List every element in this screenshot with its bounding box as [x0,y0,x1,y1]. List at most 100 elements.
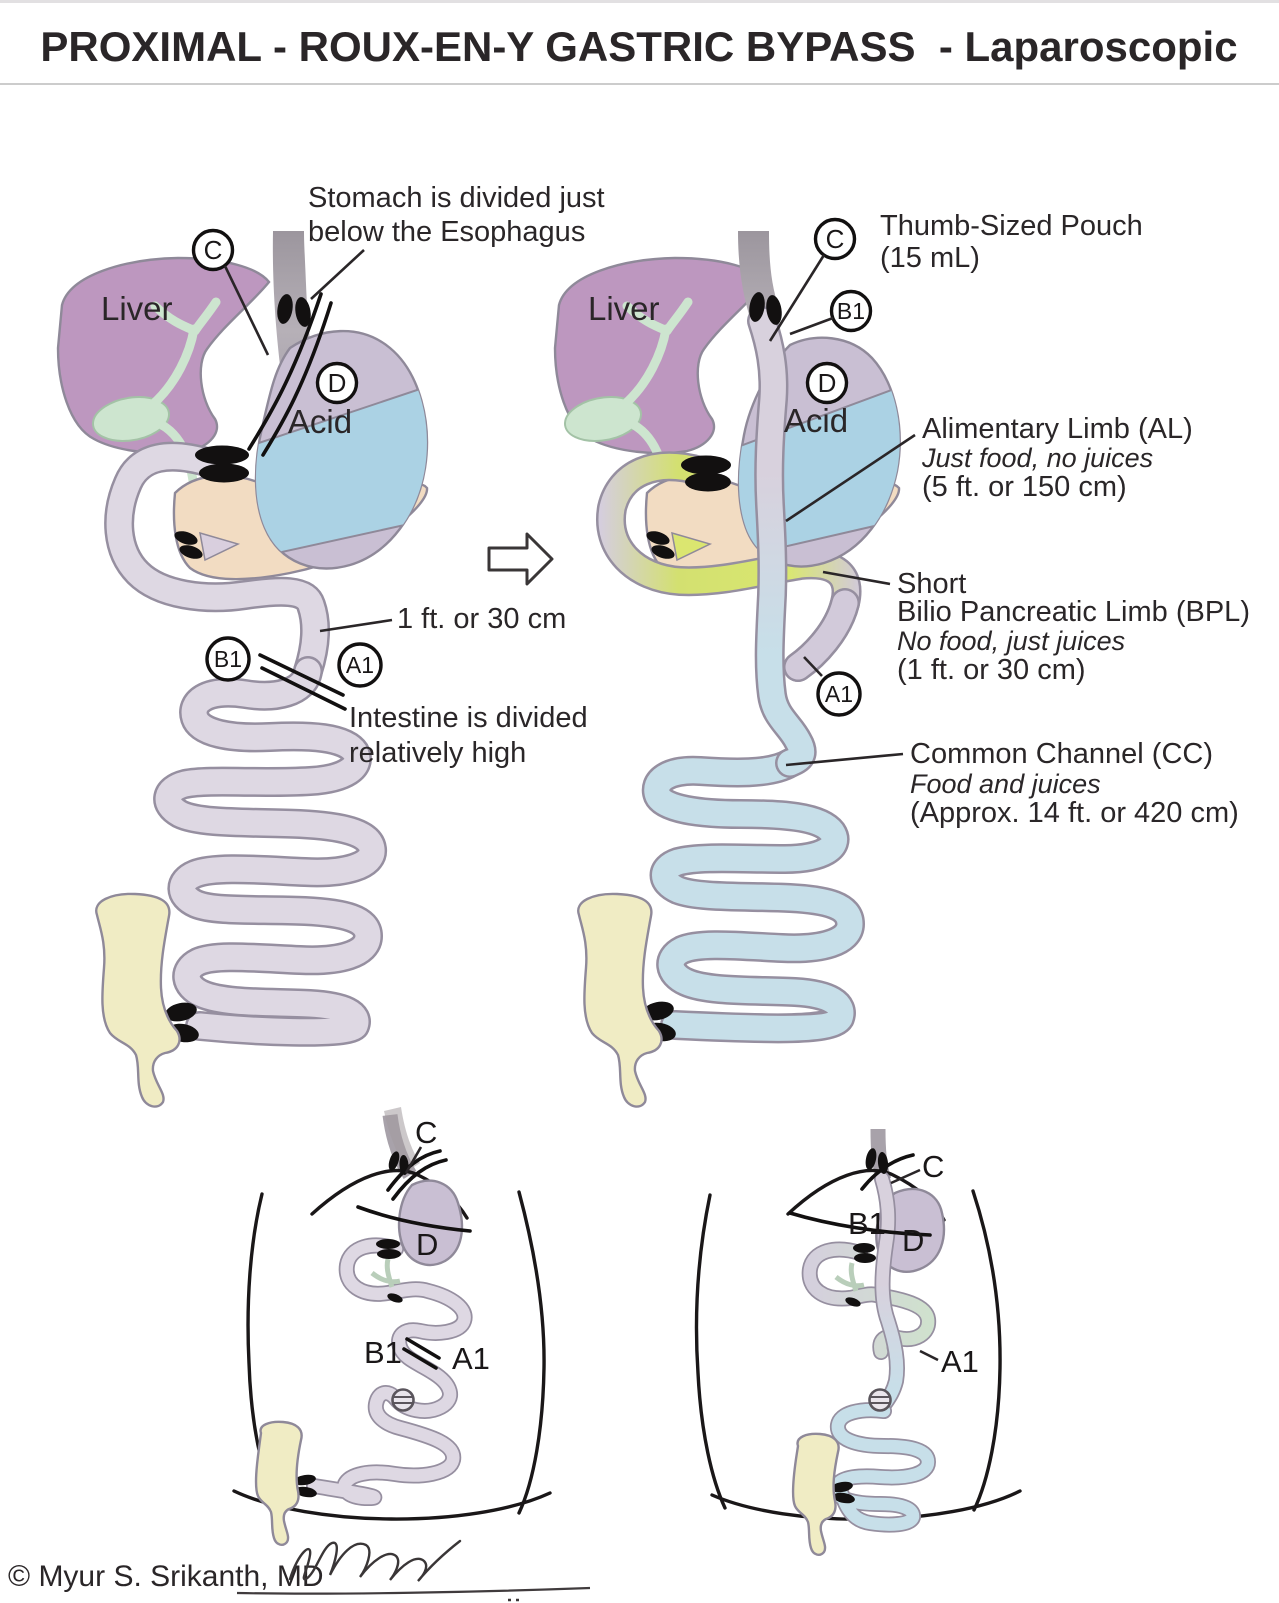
copyright: © Myur S. Srikanth, MD [8,1560,324,1593]
al-label-line2: Just food, no juices [921,443,1153,473]
marker-b1: B1 [214,646,242,672]
stomach-cut-lines [247,292,333,457]
pinch-marks [294,1151,409,1498]
length-note-pointer [319,618,393,633]
torso-before: C D B1 A1 [232,1107,552,1546]
cc-label-line3: (Approx. 14 ft. or 420 cm) [910,797,1239,829]
marker-c-pointer [890,1168,921,1185]
marker-d: D [416,1227,438,1262]
duodenum-tube [104,441,330,686]
common-channel [828,1402,936,1533]
marker-d: D [902,1223,924,1258]
umbilicus-icon [868,1388,892,1412]
diagram-canvas: PROXIMAL - ROUX-EN-Y GASTRIC BYPASS - La… [0,23,1279,1602]
stomach [397,1179,464,1267]
torso-after: C B1 D A1 [694,1128,1022,1556]
marker-c-circle [191,228,235,272]
marker-c: C [922,1149,944,1184]
marker-d: D [818,368,837,398]
marker-b1-pointer [789,316,834,336]
marker-d: D [328,368,347,398]
umbilicus-icon [391,1388,415,1412]
length-note: 1 ft. or 30 cm [397,603,566,635]
gut-tract [306,1237,473,1506]
marker-b1-circle [829,289,873,333]
bpl-label-line4: (1 ft. or 30 cm) [897,654,1086,686]
marker-a1-circle [816,671,862,717]
divide-note-pointer [310,249,365,300]
al-label-line3: (5 ft. or 150 cm) [922,471,1127,503]
marker-b1: B1 [837,298,865,324]
signature-scribble [288,1539,462,1582]
divide-note-line2: below the Esophagus [308,216,585,248]
marker-c-pointer [223,265,270,356]
colon [791,1432,840,1556]
marker-d-circle [805,361,849,405]
al-label-line1: Alimentary Limb (AL) [922,413,1193,445]
stomach-cut-lines [788,1153,932,1237]
bpl-hook [783,588,860,682]
torso-outline-right [517,1190,546,1515]
transition-arrow-icon [487,532,554,586]
intestine-cut-slashes [258,653,347,711]
marker-c: C [826,224,845,254]
marker-d-circle [315,361,359,405]
colon [95,892,181,1108]
marker-b1-circle [205,636,251,682]
acid-label: Acid [784,402,848,439]
bile-tree [834,1262,865,1292]
liver-label: Liver [101,290,173,327]
umbilicus-lines [871,1396,889,1404]
marker-b1: B1 [364,1335,402,1370]
colon [254,1420,303,1546]
acid-label: Acid [288,403,352,440]
signature-line [236,1586,591,1595]
umbilicus-lines [394,1396,412,1404]
bpl-label-line1: Short [897,568,966,600]
marker-b1: B1 [848,1206,886,1241]
marker-c-circle [813,217,857,261]
marker-a1-pointer [919,1349,939,1362]
marker-a1: A1 [941,1344,979,1379]
marker-c-pointer [404,1146,423,1174]
marker-a1-pointer [803,656,823,677]
page-title: PROXIMAL - ROUX-EN-Y GASTRIC BYPASS - La… [40,23,1237,70]
pouch-label-line1: Thumb-Sized Pouch [880,210,1143,242]
left-diagram: Stomach is divided just below the Esopha… [56,182,605,1108]
esophagus-shade [384,1107,420,1171]
intestine-note-line2: relatively high [349,737,526,769]
papilla [199,531,241,562]
divide-note-line1: Stomach is divided just [308,182,605,214]
bpl-pointer [822,570,891,586]
marker-c-pointer [768,254,826,342]
liver-label: Liver [588,290,660,327]
alimentary-limb [747,306,817,778]
marker-a1: A1 [452,1341,490,1376]
right-diagram: C Thumb-Sized Pouch (15 mL) B1 Liver D A… [553,210,1250,1108]
torso-outline-left [694,1193,727,1510]
bpl-label-line3: No food, just juices [897,626,1125,656]
small-intestine [153,656,387,1047]
intestine-note-line1: Intestine is divided [349,702,588,734]
acid-region [256,383,427,561]
torso-outline-right [971,1189,1002,1512]
marker-a1-circle [337,642,383,688]
pinch-marks [831,1148,889,1504]
colon [577,892,663,1108]
cc-pointer [785,752,904,767]
al-pointer [785,433,916,523]
marker-a1: A1 [825,681,853,707]
alimentary-limb [874,1171,905,1413]
intestine-cut-slashes [402,1337,441,1370]
footer: © Myur S. Srikanth, MD [8,1539,591,1602]
marker-a1: A1 [346,652,374,678]
marker-c: C [415,1115,437,1150]
stomach-cut-lines [356,1149,472,1233]
common-channel [641,748,865,1044]
pinch-marks [165,294,311,1043]
cc-label-line2: Food and juices [910,769,1101,799]
pouch-label-line2: (15 mL) [880,242,980,274]
pinch-marks [642,292,782,1042]
header: PROXIMAL - ROUX-EN-Y GASTRIC BYPASS - La… [0,23,1279,85]
